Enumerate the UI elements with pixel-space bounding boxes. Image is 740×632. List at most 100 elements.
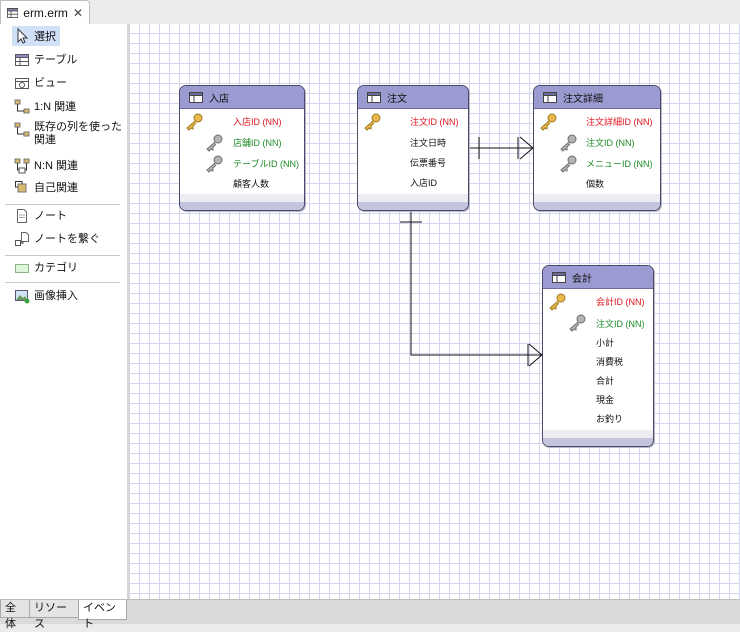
foreign-key-icon [560, 134, 577, 152]
palette-scrollbar[interactable] [127, 24, 130, 599]
editor-tab-erm[interactable]: erm.erm ✕ [0, 0, 90, 24]
palette-separator [5, 282, 120, 283]
palette-label: N:N 関連 [34, 160, 78, 172]
editor-tab-title: erm.erm [23, 5, 68, 20]
palette-item-relation-1n[interactable]: 1:N 関連 [14, 98, 76, 118]
palette-label: 画像挿入 [34, 290, 78, 302]
table-icon [189, 91, 203, 103]
foreign-key-icon [560, 155, 577, 173]
category-icon [15, 264, 29, 273]
palette-item-select[interactable]: 選択 [12, 26, 60, 46]
entity-chumon-shosai[interactable]: 注文詳細 注文詳細ID (NN) 注文ID (NN) メニューID (NN) 個… [533, 85, 661, 211]
foreign-key-icon [206, 155, 223, 173]
palette-item-note[interactable]: ノート [14, 207, 67, 227]
palette-label: テーブル [34, 54, 78, 66]
palette-label: 1:N 関連 [34, 101, 77, 113]
column-name: 消費税 [596, 357, 624, 367]
entity-chumon[interactable]: 注文 注文ID (NN) 注文日時 伝票番号 入店ID [357, 85, 469, 211]
entity-footer [358, 202, 468, 210]
column-name: 現金 [596, 395, 615, 405]
palette-separator [5, 204, 120, 205]
entity-name: 注文 [387, 93, 407, 105]
column-name: 注文詳細ID (NN) [586, 117, 653, 127]
entity-index-area [180, 194, 304, 202]
entity-name: 会計 [572, 273, 592, 285]
primary-key-icon [540, 113, 557, 131]
entity-name: 入店 [209, 93, 229, 105]
palette-item-image-insert[interactable]: 画像挿入 [14, 287, 78, 307]
entity-index-area [358, 194, 468, 202]
table-icon [367, 91, 381, 103]
entity-name: 注文詳細 [563, 93, 603, 105]
palette-item-table[interactable]: テーブル [14, 51, 77, 71]
entity-header: 入店 [180, 86, 304, 109]
relation-nn-icon [14, 158, 30, 174]
tab-all[interactable]: 全体 [0, 600, 30, 630]
palette-label: ノートを繋ぐ [34, 233, 100, 245]
column-name: 顧客人数 [233, 179, 270, 189]
palette-item-relation-nn[interactable]: N:N 関連 [14, 157, 78, 177]
entity-footer [180, 202, 304, 210]
relation-1n-icon [14, 99, 30, 114]
entity-header: 会計 [543, 266, 653, 289]
self-relation-icon [15, 181, 27, 193]
entity-index-area [534, 194, 660, 202]
tab-events[interactable]: イベント [78, 600, 127, 630]
column-name: 注文ID (NN) [410, 117, 459, 127]
bottom-tab-bar: 全体 リソース イベント [0, 599, 740, 630]
entity-footer [543, 438, 653, 446]
column-name: 小計 [596, 338, 615, 348]
diagram-canvas[interactable]: 入店 入店ID (NN) 店舗ID (NN) テーブルID (NN) 顧客人数 … [130, 24, 740, 599]
primary-key-icon [364, 113, 381, 131]
column-name: 店舗ID (NN) [233, 138, 282, 148]
column-name: 会計ID (NN) [596, 297, 645, 307]
relation-order-orderdetail[interactable] [467, 136, 534, 160]
palette-label: ビュー [34, 77, 67, 89]
palette-label: ノート [34, 210, 67, 222]
view-icon [15, 78, 29, 89]
column-name: 入店ID (NN) [233, 117, 282, 127]
palette-item-note-connect[interactable]: ノートを繋ぐ [14, 230, 100, 250]
close-icon[interactable]: ✕ [72, 5, 83, 20]
table-icon [552, 271, 566, 283]
table-icon [15, 54, 29, 66]
column-name: テーブルID (NN) [233, 159, 299, 169]
palette-separator [5, 255, 120, 256]
table-icon [543, 91, 557, 103]
column-name: お釣り [596, 414, 624, 424]
entity-footer [534, 202, 660, 210]
entity-index-area [543, 430, 653, 438]
column-name: 注文ID (NN) [586, 138, 635, 148]
entity-nyuten[interactable]: 入店 入店ID (NN) 店舗ID (NN) テーブルID (NN) 顧客人数 [179, 85, 305, 211]
primary-key-icon [549, 293, 566, 311]
foreign-key-icon [569, 314, 586, 332]
table-icon [7, 7, 19, 18]
entity-header: 注文 [358, 86, 468, 109]
palette: 選択 テーブル ビュー 1:N 関連 既存の列を使った関連 N:N 関連 自己関… [0, 24, 128, 599]
editor-tab-bar: erm.erm ✕ [0, 0, 740, 25]
column-name: 個数 [586, 179, 605, 189]
note-connect-icon [15, 232, 29, 246]
relationship-lines [400, 136, 543, 367]
palette-label: 自己関連 [34, 182, 78, 194]
note-icon [17, 209, 27, 223]
relation-existing-column-icon [14, 122, 30, 137]
palette-item-relation-existing-column[interactable]: 既存の列を使った関連 [14, 121, 122, 153]
palette-label: 選択 [34, 31, 56, 43]
palette-item-self-relation[interactable]: 自己関連 [14, 179, 78, 199]
tab-resources[interactable]: リソース [29, 600, 79, 630]
entity-kaikei[interactable]: 会計 会計ID (NN) 注文ID (NN) 小計 消費税 合計 現金 お釣り [542, 265, 654, 447]
palette-label: 既存の列を使った関連 [34, 121, 122, 146]
palette-item-view[interactable]: ビュー [14, 74, 67, 94]
palette-item-category[interactable]: カテゴリ [14, 259, 78, 279]
relation-order-payment[interactable] [400, 209, 543, 367]
palette-label: カテゴリ [34, 262, 78, 274]
column-name: 合計 [596, 376, 615, 386]
image-insert-icon [15, 290, 30, 304]
column-name: 注文日時 [410, 138, 447, 148]
column-name: 入店ID [410, 178, 438, 188]
column-name: 伝票番号 [410, 158, 447, 168]
cursor-icon [17, 28, 29, 44]
entity-header: 注文詳細 [534, 86, 660, 109]
foreign-key-icon [206, 134, 223, 152]
